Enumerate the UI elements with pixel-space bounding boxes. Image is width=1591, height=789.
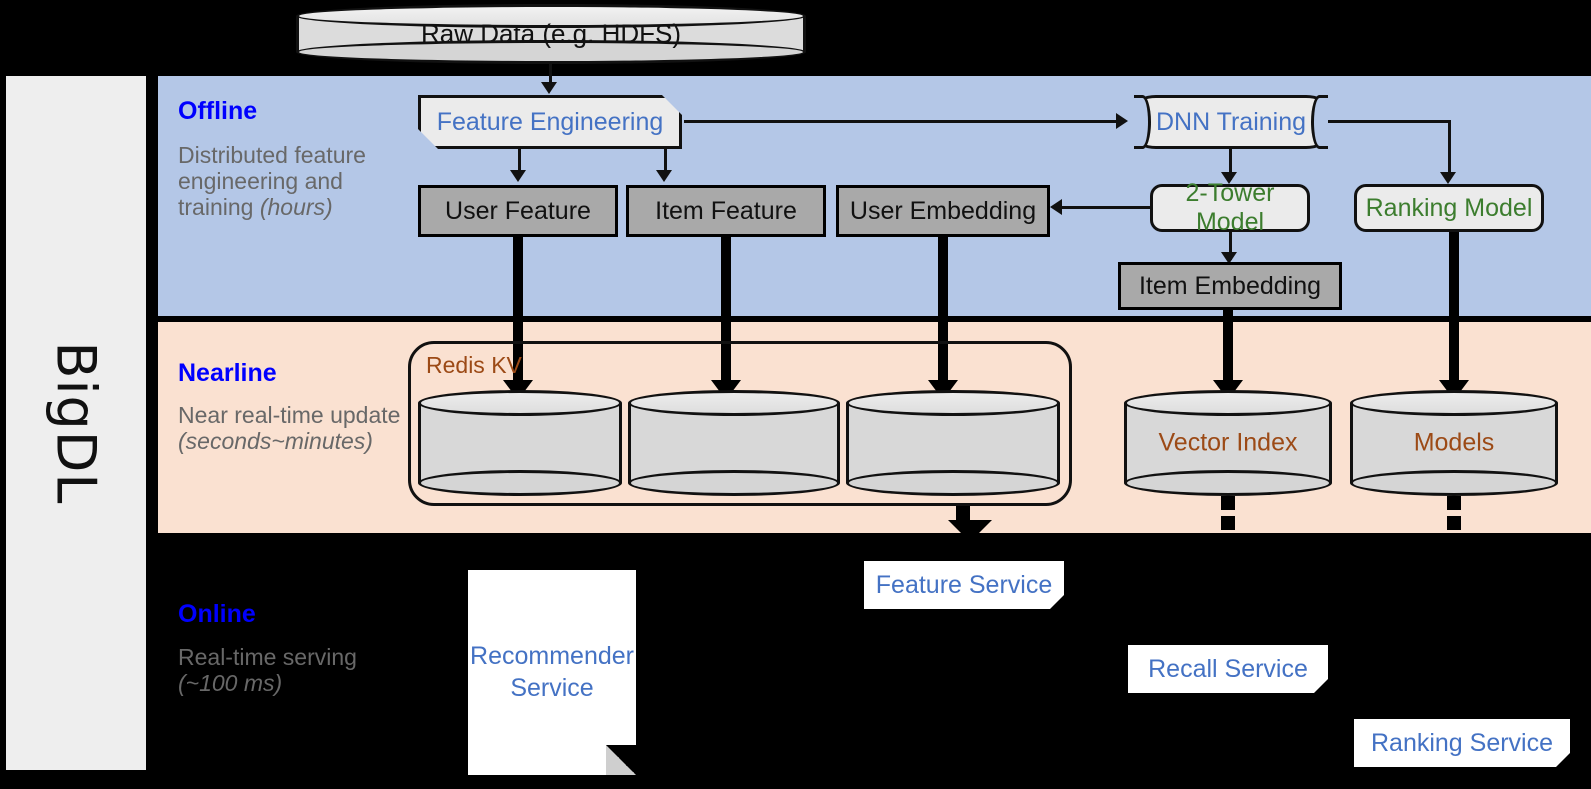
cylinder-bottom: [846, 470, 1060, 496]
node-ranking-model[interactable]: Ranking Model: [1354, 184, 1544, 232]
bigdl-label: BigDL: [44, 341, 108, 505]
pipe-userfeature-redis: [513, 237, 523, 389]
dash-vectorindex-2: [1221, 516, 1235, 530]
bigdl-rail: BigDL: [6, 76, 146, 770]
models-label: Models: [1413, 428, 1495, 457]
service-label: Recall Service: [1148, 654, 1308, 683]
edge-rawdata-fe: [549, 64, 552, 88]
edge-dnn-ranking-h: [1328, 120, 1451, 123]
service-recall[interactable]: Recall Service: [1128, 645, 1328, 693]
node-user-embedding[interactable]: User Embedding: [836, 185, 1050, 237]
redis-cylinder-1: [418, 390, 622, 496]
dash-vectorindex-1: [1221, 496, 1235, 510]
service-label: Feature Service: [875, 570, 1053, 599]
models-store: Models: [1350, 390, 1558, 496]
node-feature-engineering[interactable]: Feature Engineering: [418, 95, 682, 149]
band-subtitle-online: Real-time serving (~100 ms): [178, 644, 357, 696]
service-ranking[interactable]: Ranking Service: [1354, 719, 1570, 767]
pipe-userembedding-redis: [938, 237, 948, 389]
redis-cylinder-3: [846, 390, 1060, 496]
dash-models-1: [1447, 496, 1461, 510]
arrowhead-fe-dnn: [1116, 113, 1128, 129]
band-title-online: Online: [178, 600, 256, 628]
cylinder-top: [846, 390, 1060, 416]
node-label: DNN Training: [1155, 107, 1307, 136]
node-dnn-training[interactable]: DNN Training: [1134, 95, 1328, 149]
node-label: Item Embedding: [1138, 271, 1322, 300]
vector-index-store: Vector Index: [1124, 390, 1332, 496]
cylinder-top: [418, 390, 622, 416]
arrowhead-dnn-twotower: [1221, 172, 1237, 184]
arrowhead-dnn-ranking: [1440, 172, 1456, 184]
band-title-nearline: Nearline: [178, 359, 277, 387]
cylinder-top: [1350, 390, 1558, 416]
arrowhead-twotower-itemembedding: [1221, 252, 1237, 264]
node-label: User Feature: [445, 196, 591, 225]
redis-cylinder-2: [628, 390, 840, 496]
cylinder-bottom: [1124, 470, 1332, 496]
page-fold-icon: [1314, 679, 1328, 693]
edge-fe-userfeature: [518, 149, 521, 174]
service-label: Ranking Service: [1370, 728, 1554, 757]
arrowhead-rawdata-fe: [541, 82, 557, 94]
service-label: Recommender Service: [470, 642, 634, 702]
cylinder-bottom: [628, 470, 840, 496]
cylinder-bottom: [1350, 470, 1558, 496]
edge-dnn-twotower: [1229, 149, 1232, 180]
edge-twotower-itemembedding: [1229, 232, 1232, 260]
cylinder-top: [1124, 390, 1332, 416]
edge-dnn-ranking-v: [1448, 120, 1451, 178]
vector-index-label: Vector Index: [1158, 428, 1298, 457]
node-two-tower-model[interactable]: 2-Tower Model: [1150, 179, 1310, 236]
cylinder-top: [628, 390, 840, 416]
node-label: Feature Engineering: [436, 107, 664, 136]
cylinder-top: [296, 4, 806, 28]
band-subtitle-offline: Distributed feature engineering and trai…: [178, 142, 366, 220]
arrowhead-fe-userfeature: [510, 170, 526, 182]
node-label: Ranking Model: [1365, 193, 1533, 222]
node-label: User Embedding: [849, 196, 1037, 225]
node-label: Item Feature: [655, 196, 797, 225]
edge-fe-dnn: [684, 120, 1118, 123]
service-recommender[interactable]: Recommender Service: [468, 570, 636, 775]
node-label: 2-Tower Model: [1185, 179, 1275, 236]
pipe-itemfeature-redis: [721, 237, 731, 389]
edge-fe-itemfeature: [664, 149, 667, 174]
node-user-feature[interactable]: User Feature: [418, 185, 618, 237]
dash-models-2: [1447, 516, 1461, 530]
arrowhead-fe-itemfeature: [656, 170, 672, 182]
edge-twotower-userembedding: [1062, 206, 1152, 209]
service-feature[interactable]: Feature Service: [864, 561, 1064, 609]
raw-data-label: Raw Data (e.g. HDFS): [420, 18, 682, 49]
arrowhead-twotower-userembedding: [1050, 199, 1062, 215]
raw-data-store: Raw Data (e.g. HDFS): [296, 4, 806, 64]
band-subtitle-nearline: Near real-time update (seconds~minutes): [178, 402, 401, 454]
node-item-feature[interactable]: Item Feature: [626, 185, 826, 237]
arrowhead-featureservice: [948, 520, 992, 542]
page-fold-icon: [1556, 753, 1570, 767]
redis-kv-container: [408, 341, 1072, 506]
dash-featureservice-1: [956, 506, 970, 520]
band-title-offline: Offline: [178, 97, 258, 125]
pipe-itemembedding-vectorindex: [1223, 310, 1233, 388]
page-fold-icon: [606, 745, 636, 775]
redis-kv-label: Redis KV: [426, 352, 522, 378]
pipe-rankingmodel-models: [1449, 232, 1459, 388]
node-item-embedding[interactable]: Item Embedding: [1118, 262, 1342, 310]
cylinder-bottom: [296, 40, 806, 64]
cylinder-bottom: [418, 470, 622, 496]
